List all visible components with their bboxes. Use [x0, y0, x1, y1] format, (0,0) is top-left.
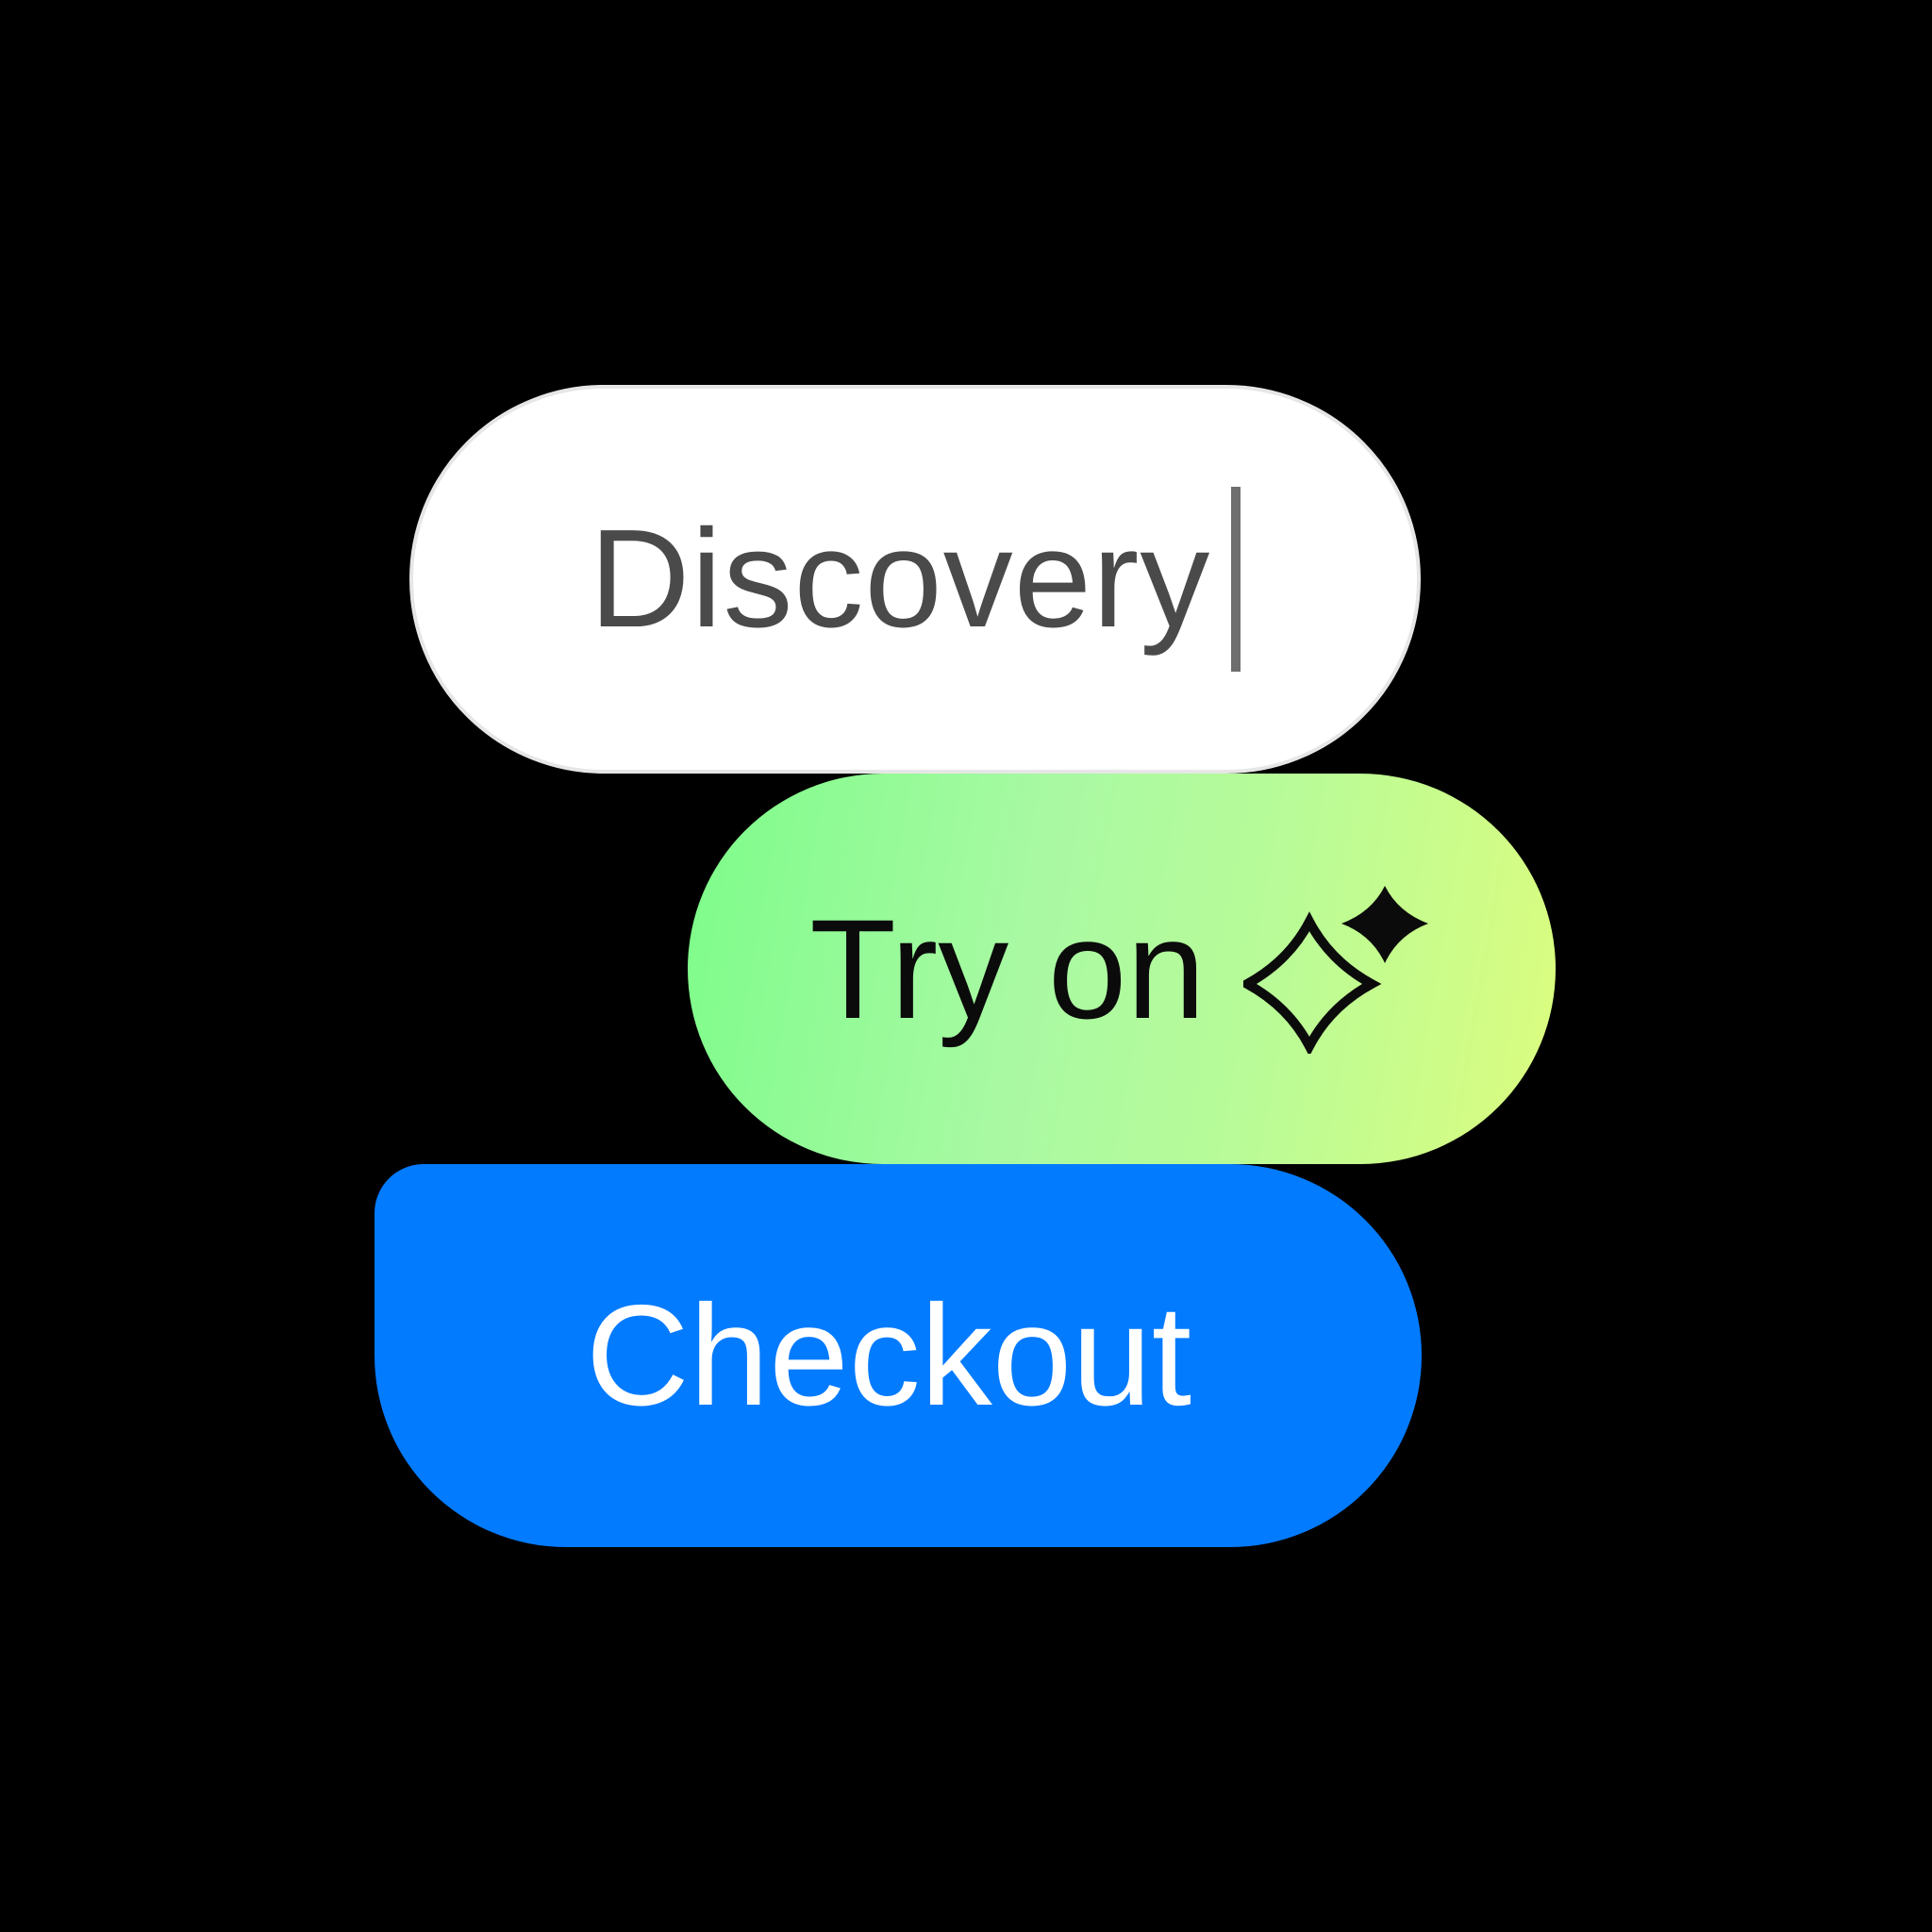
try-on-label: Try on [809, 890, 1206, 1048]
text-caret [1231, 487, 1241, 672]
discovery-input-value: Discovery [589, 501, 1211, 657]
discovery-search-input[interactable]: Discovery [409, 385, 1421, 774]
sparkle-icon [1242, 886, 1428, 1054]
checkout-button[interactable]: Checkout [375, 1164, 1422, 1547]
try-on-button[interactable]: Try on [688, 774, 1556, 1164]
checkout-label: Checkout [585, 1275, 1192, 1436]
